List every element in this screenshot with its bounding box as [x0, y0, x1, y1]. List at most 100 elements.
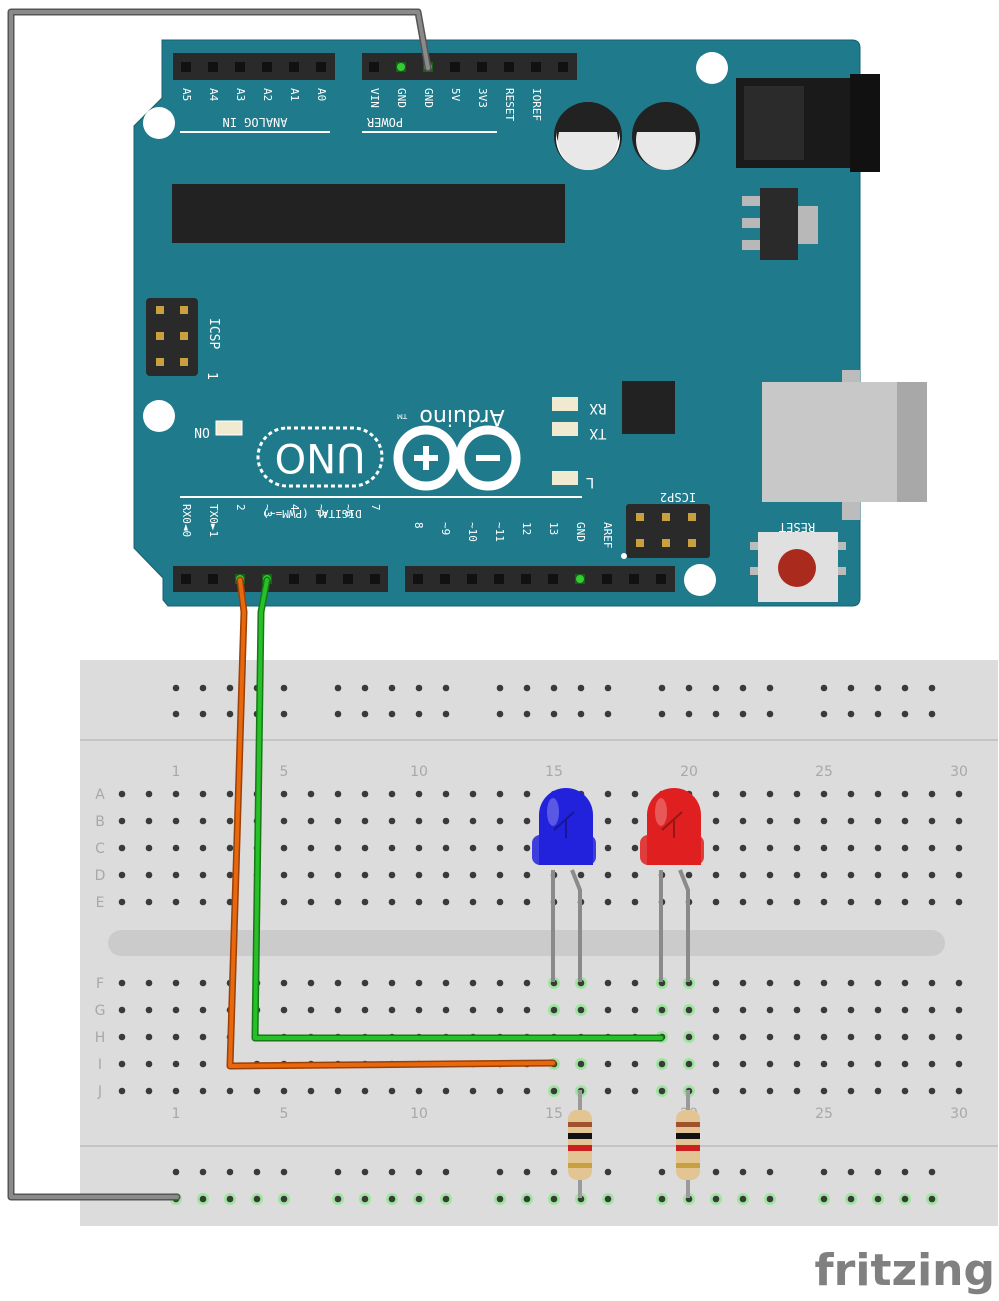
power-pin-label: IOREF	[530, 88, 543, 121]
rail-hole	[361, 684, 369, 692]
rail-hole	[334, 1195, 342, 1203]
breadboard-hole	[496, 979, 504, 987]
breadboard-hole	[388, 844, 396, 852]
rail-hole	[496, 684, 504, 692]
breadboard-hole	[145, 1006, 153, 1014]
breadboard-row-label: C	[95, 841, 105, 857]
rail-hole	[550, 1168, 558, 1176]
breadboard-hole	[955, 871, 963, 879]
breadboard-column-label: 25	[815, 764, 833, 780]
breadboard-hole	[793, 844, 801, 852]
breadboard-hole	[955, 1087, 963, 1095]
breadboard-hole	[388, 1006, 396, 1014]
breadboard-hole	[685, 1006, 693, 1014]
rail-hole	[874, 710, 882, 718]
breadboard-hole	[874, 898, 882, 906]
breadboard-hole	[685, 871, 693, 879]
rail-hole	[847, 710, 855, 718]
header-pin	[656, 574, 666, 584]
digital-pin-label: 7	[369, 504, 382, 511]
tx-label: TX	[589, 425, 606, 441]
breadboard-hole	[766, 790, 774, 798]
breadboard-hole	[793, 790, 801, 798]
breadboard-hole	[307, 790, 315, 798]
breadboard-hole	[739, 790, 747, 798]
breadboard-hole	[361, 790, 369, 798]
uno-text: UNO	[275, 434, 366, 480]
rail-hole	[874, 1195, 882, 1203]
breadboard-hole	[280, 844, 288, 852]
header-pin	[494, 574, 504, 584]
breadboard-row-label: I	[98, 1057, 102, 1073]
rail-hole	[172, 1168, 180, 1176]
breadboard-hole	[874, 844, 882, 852]
header-pin	[262, 62, 272, 72]
breadboard-hole	[820, 844, 828, 852]
breadboard-hole	[793, 1060, 801, 1068]
breadboard-hole	[712, 1006, 720, 1014]
breadboard-hole	[604, 817, 612, 825]
analog-pin-label: A2	[261, 88, 274, 101]
breadboard-hole	[118, 817, 126, 825]
breadboard-hole	[955, 1060, 963, 1068]
breadboard-hole	[604, 871, 612, 879]
rail-hole	[172, 710, 180, 718]
breadboard-hole	[847, 898, 855, 906]
breadboard-hole	[145, 898, 153, 906]
breadboard-hole	[523, 1006, 531, 1014]
breadboard-column-label: 15	[545, 1106, 563, 1122]
rail-hole	[820, 710, 828, 718]
power-pin-label: GND	[395, 88, 408, 108]
header-pin	[208, 574, 218, 584]
digital-pin-label: TX0►1	[207, 504, 220, 537]
breadboard-column-label: 30	[950, 764, 968, 780]
power-pin-label: RESET	[503, 88, 516, 121]
icsp-pin1-label: 1	[204, 372, 219, 380]
header-pin	[316, 62, 326, 72]
breadboard-hole	[442, 1087, 450, 1095]
digital-pin-label: ~5	[315, 504, 328, 517]
breadboard-hole	[712, 1060, 720, 1068]
rail-hole	[523, 710, 531, 718]
rail-hole	[280, 1195, 288, 1203]
breadboard-hole	[442, 790, 450, 798]
rail-hole	[604, 1168, 612, 1176]
header-pin	[289, 574, 299, 584]
breadboard-hole	[118, 1006, 126, 1014]
breadboard-hole	[874, 1087, 882, 1095]
digital-pin-label: ~3	[261, 504, 274, 517]
breadboard-row-label: B	[95, 814, 105, 830]
breadboard-hole	[415, 790, 423, 798]
breadboard-hole	[955, 790, 963, 798]
breadboard-hole	[847, 1087, 855, 1095]
breadboard-hole	[145, 844, 153, 852]
rail-hole	[280, 710, 288, 718]
header-pin	[235, 62, 245, 72]
digital-pin-label: 2	[234, 504, 247, 511]
breadboard-hole	[118, 898, 126, 906]
breadboard-hole	[199, 1060, 207, 1068]
breadboard-hole	[172, 979, 180, 987]
breadboard-hole	[604, 1006, 612, 1014]
breadboard-hole	[199, 871, 207, 879]
breadboard-hole	[361, 871, 369, 879]
breadboard-hole	[631, 1006, 639, 1014]
breadboard-hole	[307, 1006, 315, 1014]
breadboard-hole	[442, 1006, 450, 1014]
digital-pin-label: 4	[288, 504, 301, 511]
breadboard-column-label: 1	[172, 764, 181, 780]
breadboard-hole	[631, 898, 639, 906]
rail-hole	[226, 1168, 234, 1176]
reset-button[interactable]	[750, 532, 846, 602]
breadboard-hole	[496, 817, 504, 825]
breadboard-hole	[901, 844, 909, 852]
breadboard-hole	[334, 871, 342, 879]
breadboard-hole	[361, 979, 369, 987]
breadboard-hole	[577, 871, 585, 879]
breadboard-hole	[226, 844, 234, 852]
digital-pin-label: AREF	[601, 522, 614, 549]
breadboard-hole	[928, 1033, 936, 1041]
digital-pin-label: ~11	[493, 522, 506, 542]
breadboard-hole	[172, 898, 180, 906]
breadboard-hole	[415, 898, 423, 906]
